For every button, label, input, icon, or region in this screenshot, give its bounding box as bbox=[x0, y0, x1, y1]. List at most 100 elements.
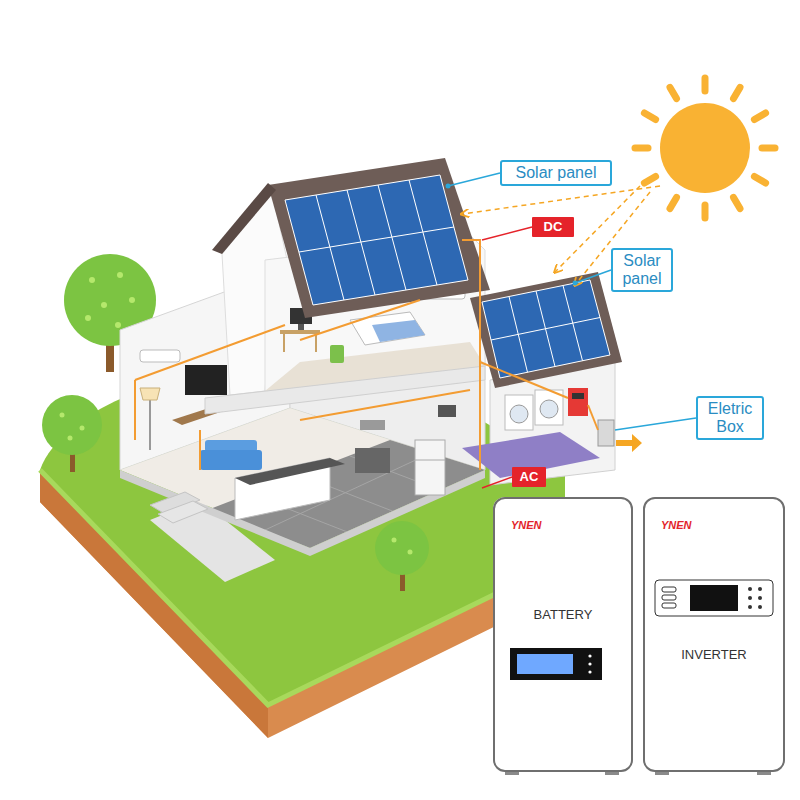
annex bbox=[510, 405, 528, 423]
annex bbox=[505, 395, 533, 430]
annex bbox=[482, 280, 610, 378]
main-roof bbox=[212, 158, 490, 318]
inverter-body bbox=[662, 603, 676, 608]
sun bbox=[660, 103, 750, 193]
tree bbox=[129, 297, 135, 303]
annex bbox=[572, 393, 584, 399]
sun bbox=[734, 87, 741, 98]
inverter-body bbox=[643, 497, 785, 775]
living-room-furniture bbox=[200, 450, 262, 470]
annex bbox=[491, 318, 600, 341]
inverter-body bbox=[662, 587, 676, 592]
sun bbox=[754, 113, 765, 120]
sun bbox=[670, 87, 677, 98]
leader-line bbox=[482, 477, 512, 488]
sun bbox=[644, 177, 655, 184]
living-room-furniture bbox=[140, 388, 160, 400]
inverter-body bbox=[758, 596, 762, 600]
leader-line bbox=[482, 227, 532, 240]
inverter-body bbox=[748, 587, 752, 591]
device-name: BATTERY bbox=[505, 607, 621, 622]
tree bbox=[115, 322, 121, 328]
house-upper-floor bbox=[298, 324, 304, 330]
inverter-body bbox=[662, 595, 676, 600]
living-room-furniture bbox=[360, 420, 385, 430]
tree bbox=[42, 395, 102, 455]
sun bbox=[635, 145, 648, 152]
tree bbox=[392, 538, 397, 543]
house-upper-floor bbox=[330, 345, 344, 363]
sun bbox=[702, 78, 709, 91]
callout-label: Eletric Box bbox=[704, 400, 756, 435]
ac-tag: AC bbox=[512, 467, 546, 487]
main-roof bbox=[299, 227, 454, 252]
wire-label: DC bbox=[536, 219, 570, 235]
callout-box: Solar panel bbox=[500, 160, 612, 186]
leader-line bbox=[446, 173, 697, 488]
tree bbox=[80, 426, 85, 431]
house-ground-floor bbox=[120, 408, 485, 548]
tree bbox=[85, 315, 91, 321]
leader-line bbox=[446, 184, 451, 189]
sun bbox=[734, 197, 741, 208]
main-roof bbox=[268, 158, 490, 318]
tree bbox=[408, 550, 413, 555]
living-room-furniture bbox=[415, 460, 445, 461]
house-ground-floor bbox=[158, 501, 208, 523]
sun bbox=[702, 205, 709, 218]
house-upper-floor bbox=[350, 312, 425, 345]
house-upper-floor bbox=[283, 334, 285, 352]
battery-body bbox=[517, 654, 573, 674]
inverter-body bbox=[748, 605, 752, 609]
callout-label: Solar panel bbox=[508, 164, 604, 182]
brand-logo: YNEN bbox=[505, 519, 621, 532]
annex bbox=[462, 272, 642, 485]
sun-ray bbox=[462, 186, 660, 214]
ground-island bbox=[40, 330, 565, 705]
inverter-unit: YNENINVERTER bbox=[643, 497, 785, 772]
inverter-body bbox=[758, 605, 762, 609]
house-upper-floor bbox=[280, 330, 320, 334]
inverter-body bbox=[758, 587, 762, 591]
sun bbox=[754, 177, 765, 184]
main-roof bbox=[285, 175, 468, 305]
sun bbox=[635, 78, 775, 218]
callout-box: Eletric Box bbox=[696, 396, 764, 439]
battery-body bbox=[588, 654, 591, 657]
house-upper-floor bbox=[315, 334, 317, 352]
annex bbox=[470, 272, 622, 388]
living-room-furniture bbox=[438, 405, 456, 417]
leader-line bbox=[615, 418, 696, 430]
main-roof bbox=[212, 183, 276, 254]
house-upper-floor bbox=[372, 320, 425, 342]
tree bbox=[117, 272, 123, 278]
power-wire bbox=[480, 362, 568, 398]
callout-label: Solar panel bbox=[619, 252, 665, 287]
inverter-body bbox=[748, 596, 752, 600]
brand-logo: YNEN bbox=[655, 519, 773, 532]
tree bbox=[68, 436, 73, 441]
power-wire bbox=[300, 300, 420, 340]
battery-body bbox=[493, 497, 633, 775]
wire-label: AC bbox=[516, 469, 542, 485]
battery-unit: YNEN BATTERY bbox=[493, 497, 633, 772]
battery-body bbox=[588, 662, 591, 665]
sun bbox=[635, 78, 775, 218]
power-wire bbox=[300, 390, 470, 420]
callout-box: Solar panel bbox=[611, 248, 673, 291]
inverter-body bbox=[643, 497, 785, 772]
sun bbox=[670, 197, 677, 208]
tree bbox=[89, 277, 95, 283]
sun bbox=[762, 145, 775, 152]
power-wire bbox=[199, 430, 201, 470]
ground-island bbox=[40, 330, 565, 738]
leader-line bbox=[448, 173, 500, 186]
power-wire bbox=[135, 240, 598, 470]
annex bbox=[568, 388, 588, 416]
annex bbox=[598, 420, 614, 446]
living-room-furniture bbox=[149, 400, 151, 450]
living-room-furniture bbox=[355, 448, 390, 473]
